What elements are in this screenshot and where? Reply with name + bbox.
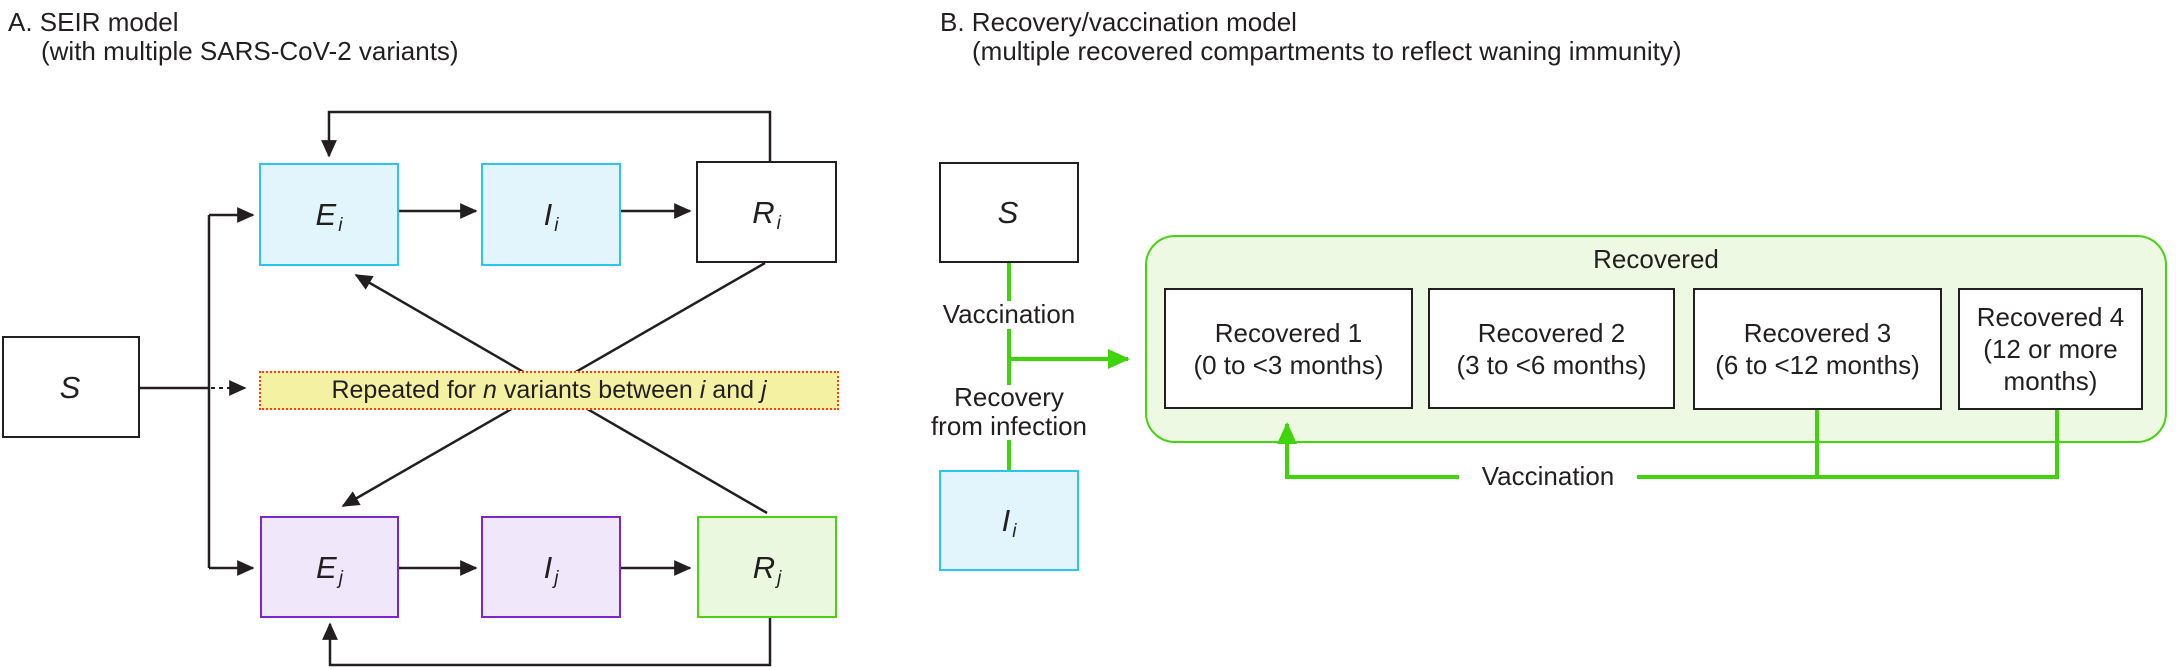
recovered-4-range: (12 or more months) <box>1983 334 2118 396</box>
arrow-rj-to-ej-bottom-loop <box>322 618 772 667</box>
recovered-2-range: (3 to <6 months) <box>1456 349 1647 380</box>
repeated-variants-note: Repeated for n variants between i and j <box>259 371 839 410</box>
green-line-recovered4-down-and-left <box>1637 410 2059 479</box>
panel-b-title: B. Recovery/vaccination model <box>940 7 1297 37</box>
recovered-3-box: Recovered 3 (6 to <12 months) <box>1693 288 1942 410</box>
compartment-i-j-label: I <box>543 549 553 585</box>
compartment-s-label: S <box>59 369 81 405</box>
panel-b-subtitle: (multiple recovered compartments to refl… <box>972 36 1682 66</box>
recovered-4-title: Recovered 4 <box>1976 302 2125 332</box>
recovered-4-box: Recovered 4 (12 or more months) <box>1958 288 2143 410</box>
recovery-from-infection-label: Recovery from infection <box>879 383 1139 441</box>
compartment-e-i-label: E <box>315 197 337 232</box>
recovered-2-box: Recovered 2 (3 to <6 months) <box>1428 288 1675 409</box>
vaccination-label: Vaccination <box>942 299 1076 329</box>
compartment-s-b: S <box>939 162 1079 263</box>
recovered-3-range: (6 to <12 months) <box>1715 350 1920 380</box>
recovered-1-box: Recovered 1 (0 to <3 months) <box>1164 288 1413 409</box>
recovery-label-line2: from infection <box>930 411 1088 441</box>
recovered-3-title: Recovered 3 <box>1743 318 1892 348</box>
compartment-s: S <box>2 336 140 438</box>
recovered-1-title: Recovered 1 <box>1214 317 1363 348</box>
compartment-e-j-label: E <box>316 549 337 585</box>
compartment-r-j-label: R <box>752 549 776 585</box>
compartment-s-b-label: S <box>997 195 1019 230</box>
compartment-i-i-b-label: I <box>1001 503 1011 538</box>
vaccination-bottom-label: Vaccination <box>1481 461 1615 491</box>
green-arrow-vaccination-to-recovered1 <box>1277 422 1459 479</box>
recovered-2-title: Recovered 2 <box>1477 317 1626 348</box>
arrow-ri-to-ei-top-loop <box>321 110 772 161</box>
compartment-r-i-label: R <box>752 194 775 230</box>
recovered-1-range: (0 to <3 months) <box>1193 349 1384 380</box>
panel-a-subtitle: (with multiple SARS-CoV-2 variants) <box>41 36 459 66</box>
recovered-group-label: Recovered <box>1593 244 1719 274</box>
recovery-label-line1: Recovery <box>954 382 1064 412</box>
compartment-i-i-label: I <box>543 197 553 232</box>
panel-a-title: A. SEIR model <box>8 7 179 37</box>
